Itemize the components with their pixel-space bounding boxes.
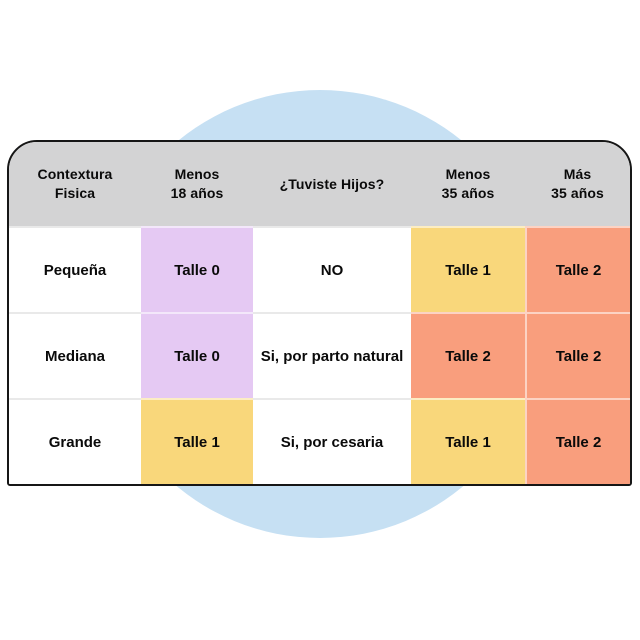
table-cell-row-label: Pequeña xyxy=(9,226,141,312)
cell-text: Si, por cesaria xyxy=(280,433,384,451)
table-cell-talle: Talle 2 xyxy=(525,226,630,312)
header-line: ¿Tuviste Hijos? xyxy=(279,175,385,192)
table-cell-talle: Talle 0 xyxy=(141,312,253,398)
table-cell-hijos: NO xyxy=(253,226,411,312)
cell-text: Talle 0 xyxy=(174,347,220,365)
cell-text: Talle 1 xyxy=(445,261,491,279)
table-cell-talle: Talle 1 xyxy=(411,226,525,312)
table-cell-talle: Talle 1 xyxy=(411,398,525,484)
table-cell-hijos: Si, por parto natural xyxy=(253,312,411,398)
cell-text: Pequeña xyxy=(43,261,107,279)
header-cell-menos-35: Menos 35 años xyxy=(411,142,525,226)
header-cell-menos-18: Menos 18 años xyxy=(141,142,253,226)
table-cell-row-label: Grande xyxy=(9,398,141,484)
table-cell-talle: Talle 2 xyxy=(525,312,630,398)
header-line: Fisica xyxy=(54,185,96,201)
header-cell-mas-35: Más 35 años xyxy=(525,142,630,226)
header-line: 35 años xyxy=(551,185,604,201)
table-cell-talle: Talle 0 xyxy=(141,226,253,312)
table-cell-row-label: Mediana xyxy=(9,312,141,398)
table-cell-talle: Talle 2 xyxy=(411,312,525,398)
cell-text: Talle 1 xyxy=(174,433,220,451)
cell-text: Talle 2 xyxy=(555,347,602,365)
table-cell-talle: Talle 2 xyxy=(525,398,630,484)
cell-text: Grande xyxy=(48,433,102,451)
table-cell-talle: Talle 1 xyxy=(141,398,253,484)
cell-text: Talle 0 xyxy=(174,261,220,279)
cell-text: Talle 2 xyxy=(445,347,491,365)
header-line: Contextura xyxy=(37,166,113,182)
cell-text: Talle 1 xyxy=(445,433,491,451)
header-line: Menos xyxy=(445,166,491,182)
table-cell-hijos: Si, por cesaria xyxy=(253,398,411,484)
header-cell-contextura: Contextura Fisica xyxy=(9,142,141,226)
header-line: 18 años xyxy=(170,185,224,201)
header-cell-tuviste-hijos: ¿Tuviste Hijos? xyxy=(253,142,411,226)
size-decision-table: Contextura Fisica Menos 18 años ¿Tuviste… xyxy=(7,140,632,486)
cell-text: NO xyxy=(320,261,344,279)
cell-text: Talle 2 xyxy=(555,261,602,279)
header-line: Más xyxy=(563,166,592,182)
cell-text: Mediana xyxy=(44,347,105,365)
header-line: 35 años xyxy=(441,185,495,201)
cell-text: Talle 2 xyxy=(555,433,602,451)
header-line: Menos xyxy=(174,166,220,182)
cell-text: Si, por parto natural xyxy=(260,347,404,365)
